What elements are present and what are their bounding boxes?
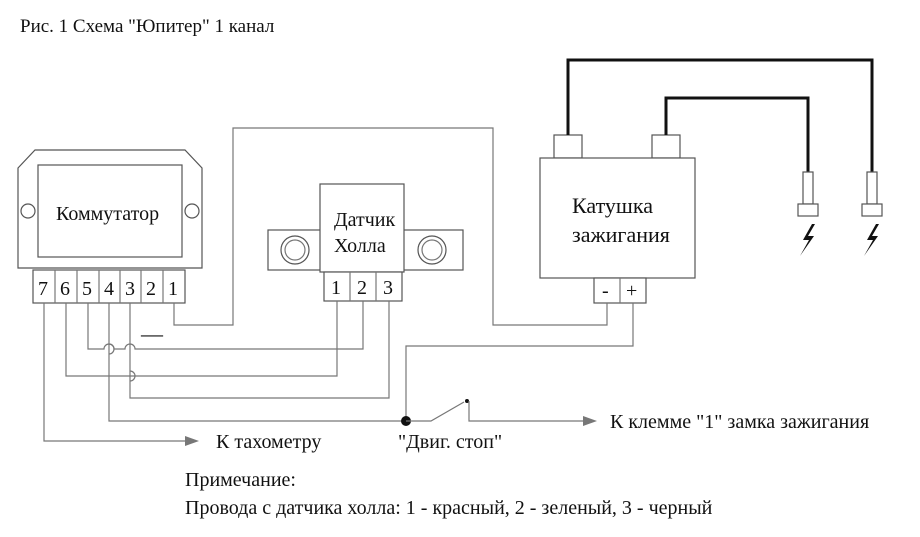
hall-sensor: Датчик Холла 1 2 3 (267, 183, 464, 302)
spark-icon-2 (864, 224, 879, 256)
commutator-pin-6: 6 (60, 278, 70, 300)
spark-plug-cap-1 (802, 171, 814, 205)
commutator-pin-7: 7 (38, 278, 48, 300)
commutator: Коммутатор 7 6 5 4 3 2 1 (17, 149, 203, 304)
commutator-panel (37, 164, 183, 258)
hall-sensor-pin-3: 3 (383, 277, 393, 299)
spark-plug-body-1 (797, 203, 819, 217)
coil-label-line1: Катушка (572, 193, 653, 218)
hall-sensor-bolt-inner-left (284, 239, 306, 261)
lv-wiring (43, 127, 634, 446)
commutator-pin-5: 5 (82, 278, 92, 300)
commutator-mount-hole-left (20, 203, 36, 219)
commutator-pin-3: 3 (125, 278, 135, 300)
hall-sensor-pin-2: 2 (357, 277, 367, 299)
note-heading: Примечание: (185, 469, 296, 491)
hall-sensor-bolt-inner-right (421, 239, 443, 261)
switch-contact (465, 399, 469, 403)
tachometer-label: К тахометру (216, 431, 321, 453)
spark-plug-cap-2 (866, 171, 878, 205)
ignition-coil: Катушка зажигания - + (539, 134, 696, 304)
figure-title: Рис. 1 Схема "Юпитер" 1 канал (20, 16, 275, 37)
spark-icon-1 (800, 224, 815, 256)
coil-plus-terminal: + (626, 280, 637, 302)
commutator-mount-hole-right (184, 203, 200, 219)
commutator-pin-1: 1 (168, 278, 178, 300)
coil-hv-terminal-left (553, 134, 583, 159)
coil-minus-terminal: - (602, 280, 609, 302)
engine-stop-switch (406, 401, 465, 422)
coil-body (539, 157, 696, 279)
commutator-pin-4: 4 (104, 278, 114, 300)
engine-stop-label: "Двиг. стоп" (398, 431, 502, 453)
hv-leads (566, 58, 883, 256)
arrow-to-ignition (583, 416, 597, 426)
coil-hv-terminal-right (651, 134, 681, 159)
hall-sensor-pin-1: 1 (331, 277, 341, 299)
commutator-pin-2: 2 (146, 278, 156, 300)
spark-plug-body-2 (861, 203, 883, 217)
note-text: Провода с датчика холла: 1 - красный, 2 … (185, 497, 713, 519)
hall-sensor-body (319, 183, 405, 273)
ignition-terminal-label: К клемме "1" замка зажигания (610, 411, 869, 433)
hall-sensor-label-line2: Холла (334, 235, 386, 257)
ground-symbol: — (140, 321, 164, 346)
coil-label-line2: зажигания (572, 222, 670, 247)
arrow-to-tachometer (185, 436, 199, 446)
commutator-label: Коммутатор (56, 203, 159, 225)
hall-sensor-label-line1: Датчик (334, 209, 396, 231)
